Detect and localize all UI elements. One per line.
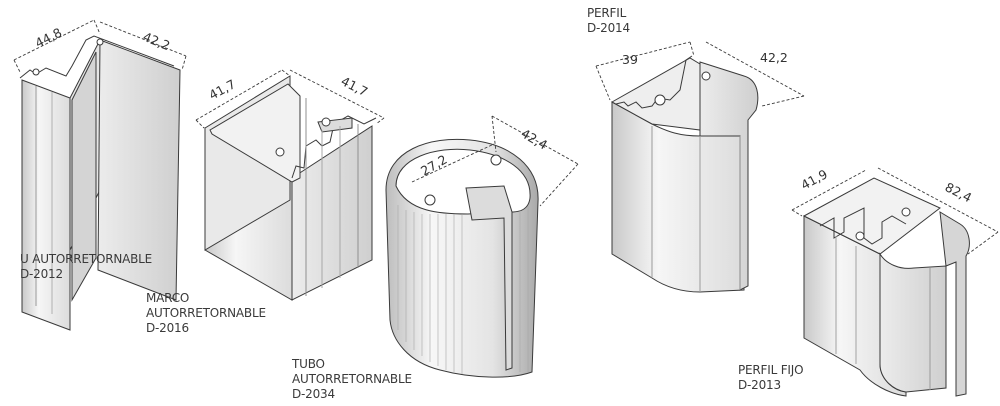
label-d2012-line1: U AUTORRETORNABLE bbox=[20, 252, 153, 266]
d2013-right-flange bbox=[939, 211, 970, 397]
d2012-dimension-lines bbox=[13, 19, 187, 73]
d2016-screw-port bbox=[275, 147, 285, 157]
label-d2034-line1: TUBO bbox=[292, 357, 325, 371]
d2014-front-face bbox=[611, 101, 745, 293]
profile-d2016-drawing bbox=[204, 75, 377, 301]
d2016-inner-top bbox=[209, 83, 301, 183]
label-d2016: MARCO AUTORRETORNABLE D-2016 bbox=[146, 291, 266, 336]
profile-d2014-drawing bbox=[610, 55, 759, 293]
profile-d2013-drawing bbox=[802, 177, 970, 397]
d2014-dimension-lines bbox=[595, 41, 805, 107]
d2034-dimension-lines bbox=[411, 115, 579, 207]
d2012-left-face bbox=[21, 79, 71, 331]
d2013-screw-port-2 bbox=[901, 207, 911, 217]
d2013-back-face bbox=[802, 177, 941, 255]
label-d2014-line1: PERFIL bbox=[587, 6, 627, 20]
label-d2016-line2: AUTORRETORNABLE bbox=[146, 306, 266, 320]
d2012-dimension-depth: 42,2 bbox=[141, 29, 172, 53]
d2012-right-flange bbox=[97, 39, 181, 301]
d2013-dimension-width: 41,9 bbox=[798, 166, 830, 192]
d2034-dimension-outer: 42,4 bbox=[519, 126, 551, 153]
d2014-dimension-width: 39 bbox=[622, 52, 638, 67]
d2034-channel bbox=[465, 185, 513, 371]
d2013-section-detail bbox=[819, 207, 907, 245]
d2013-dimension-lines bbox=[791, 167, 999, 255]
label-d2016-line3: D-2016 bbox=[146, 321, 189, 335]
profile-d2034-drawing bbox=[385, 138, 539, 378]
d2034-screw-port bbox=[424, 194, 436, 206]
d2016-section-detail bbox=[291, 115, 377, 179]
d2016-right-face bbox=[291, 125, 373, 301]
d2016-dimension-lines bbox=[195, 69, 385, 129]
label-d2014-line2: D-2014 bbox=[587, 21, 630, 35]
d2013-screw-port bbox=[855, 231, 865, 241]
label-d2012: U AUTORRETORNABLE D-2012 bbox=[20, 252, 152, 282]
label-d2013-line1: PERFIL FIJO bbox=[738, 363, 804, 377]
label-d2012-line2: D-2012 bbox=[20, 267, 63, 281]
label-d2034-line2: AUTORRETORNABLE bbox=[292, 372, 412, 386]
d2013-front-curve bbox=[879, 252, 947, 393]
d2014-screw-port bbox=[654, 94, 666, 106]
d2016-dimension-depth: 41,7 bbox=[339, 73, 371, 99]
profile-d2012-drawing bbox=[19, 35, 181, 331]
d2014-screw-port-2 bbox=[701, 71, 711, 81]
d2012-screw-port bbox=[32, 68, 40, 76]
label-d2014: PERFIL D-2014 bbox=[587, 6, 630, 36]
d2012-inner-face bbox=[71, 51, 97, 302]
d2034-screw-port-2 bbox=[490, 154, 502, 166]
d2012-screw-port-2 bbox=[96, 38, 104, 46]
d2012-top-section bbox=[19, 35, 175, 79]
d2014-dimension-depth: 42,2 bbox=[760, 50, 788, 65]
label-d2034: TUBO AUTORRETORNABLE D-2034 bbox=[292, 357, 412, 402]
d2013-dimension-depth: 82,4 bbox=[943, 179, 975, 205]
d2014-section-detail bbox=[615, 55, 693, 109]
d2012-dimension-width: 44,8 bbox=[33, 25, 65, 51]
label-d2034-line3: D-2034 bbox=[292, 387, 335, 401]
label-d2013: PERFIL FIJO D-2013 bbox=[738, 363, 804, 393]
d2016-screw-port-2 bbox=[321, 117, 331, 127]
label-d2013-line2: D-2013 bbox=[738, 378, 781, 392]
label-d2016-line1: MARCO bbox=[146, 291, 190, 305]
